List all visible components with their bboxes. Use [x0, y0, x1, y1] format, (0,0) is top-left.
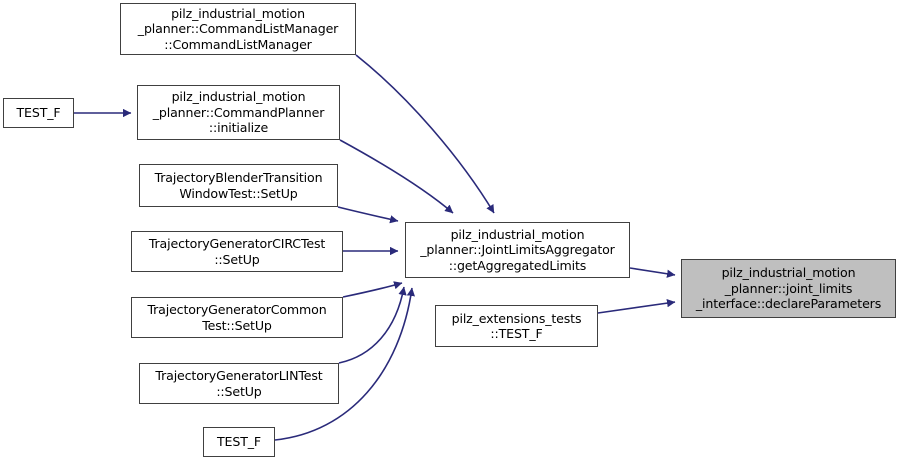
- edge-get-aggregated-limits-to-declare-parameters: [629, 267, 676, 278]
- graph-node-test_f_bottom[interactable]: TEST_F: [203, 427, 275, 457]
- graph-node-test_f_top[interactable]: TEST_F: [3, 98, 74, 128]
- graph-node-joint_limits_aggregator_get_aggregated_limits[interactable]: pilz_industrial_motion _planner::JointLi…: [405, 222, 630, 278]
- graph-node-trajectory_blender_transition_window_test_setup[interactable]: TrajectoryBlenderTransition WindowTest::…: [139, 164, 338, 207]
- edge-lin-test-setup-to-get-aggregated-limits: [338, 286, 407, 364]
- graph-node-trajectory_generator_lin_test_setup[interactable]: TrajectoryGeneratorLINTest ::SetUp: [139, 363, 339, 404]
- graph-node-label: pilz_extensions_tests ::TEST_F: [451, 310, 582, 341]
- graph-node-label: TEST_F: [217, 434, 261, 450]
- edge-blender-transition-window-setup-to-get-aggregated-limits: [337, 206, 399, 224]
- graph-node-label: pilz_industrial_motion _planner::joint_l…: [695, 265, 882, 312]
- graph-node-label: TrajectoryGeneratorLINTest ::SetUp: [155, 368, 323, 399]
- graph-node-pilz_extensions_tests_test_f[interactable]: pilz_extensions_tests ::TEST_F: [435, 305, 598, 347]
- graph-node-label: TrajectoryGeneratorCommon Test::SetUp: [147, 302, 327, 333]
- graph-node-label: TrajectoryGeneratorCIRCTest ::SetUp: [148, 236, 326, 267]
- graph-node-command_planner_initialize[interactable]: pilz_industrial_motion _planner::Command…: [137, 85, 340, 140]
- graph-node-trajectory_generator_common_test_setup[interactable]: TrajectoryGeneratorCommon Test::SetUp: [131, 297, 343, 338]
- graph-node-label: pilz_industrial_motion _planner::Command…: [137, 5, 339, 52]
- graph-node-label: TrajectoryBlenderTransition WindowTest::…: [154, 170, 323, 201]
- edge-pilz-extensions-tests-to-declare-parameters: [597, 299, 676, 314]
- graph-node-trajectory_generator_circ_test_setup[interactable]: TrajectoryGeneratorCIRCTest ::SetUp: [131, 231, 343, 272]
- graph-node-command_list_manager[interactable]: pilz_industrial_motion _planner::Command…: [120, 3, 356, 55]
- edge-command-list-manager-to-get-aggregated-limits: [355, 54, 495, 214]
- edge-common-test-setup-to-get-aggregated-limits: [342, 281, 403, 298]
- graph-node-label: pilz_industrial_motion _planner::JointLi…: [420, 226, 615, 273]
- graph-node-label: pilz_industrial_motion _planner::Command…: [152, 89, 325, 136]
- graph-node-label: TEST_F: [16, 105, 61, 121]
- graph-node-joint_limits_interface_declare_parameters[interactable]: pilz_industrial_motion _planner::joint_l…: [681, 259, 896, 318]
- edge-command-planner-initialize-to-get-aggregated-limits: [339, 139, 454, 214]
